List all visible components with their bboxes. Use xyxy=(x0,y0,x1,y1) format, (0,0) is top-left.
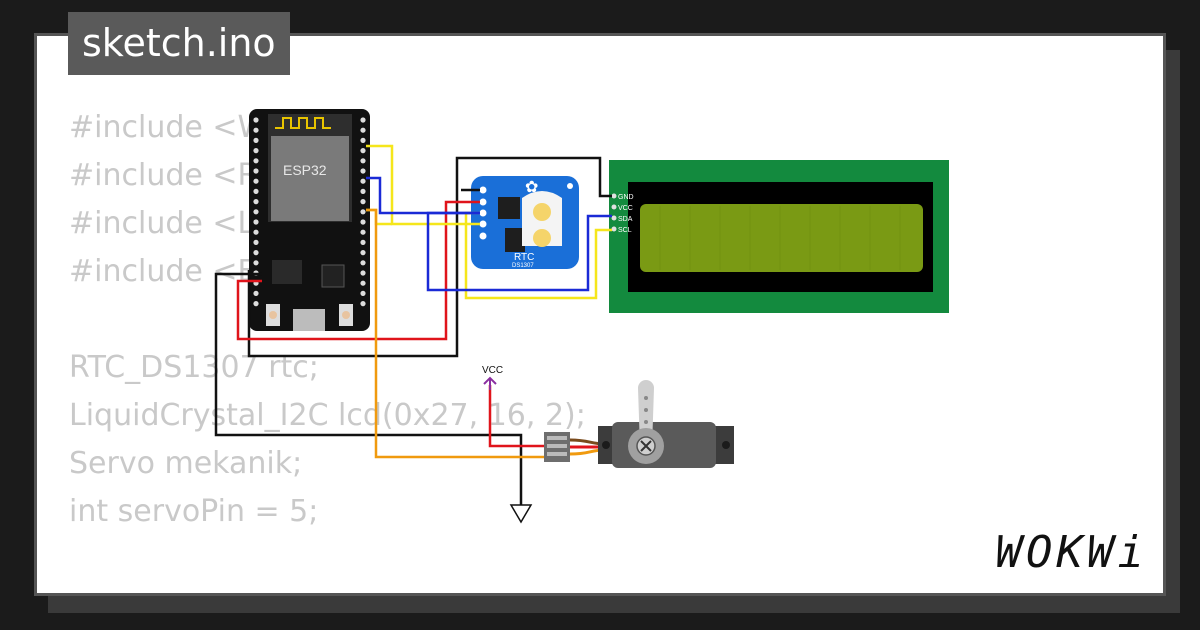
esp32-pin[interactable] xyxy=(360,229,366,235)
rtc-module[interactable]: ✿ RTC DS1307 xyxy=(471,176,579,269)
esp32-pin[interactable] xyxy=(360,260,366,266)
esp32-pin[interactable] xyxy=(253,137,259,143)
esp32-pin[interactable] xyxy=(253,229,259,235)
esp32-pin[interactable] xyxy=(253,209,259,215)
esp32-pin[interactable] xyxy=(253,290,259,296)
wire-gnd-lcd[interactable] xyxy=(455,156,612,236)
lcd-module[interactable]: GND VCC SDA SCL xyxy=(609,160,949,313)
esp32-pin[interactable] xyxy=(360,290,366,296)
code-line: Servo mekanik; xyxy=(69,446,303,481)
esp32-pin[interactable] xyxy=(253,127,259,133)
code-line: #include <RT xyxy=(69,158,275,193)
esp32-pin[interactable] xyxy=(360,117,366,123)
esp32-label: ESP32 xyxy=(283,162,327,178)
esp32-pin[interactable] xyxy=(253,199,259,205)
esp32-pin[interactable] xyxy=(360,239,366,245)
esp32-pin[interactable] xyxy=(360,301,366,307)
esp32-pin[interactable] xyxy=(253,301,259,307)
wires xyxy=(214,144,612,505)
esp32-pin[interactable] xyxy=(360,188,366,194)
wire-blue-esp[interactable] xyxy=(366,176,480,215)
servo-motor[interactable] xyxy=(544,380,734,468)
wire-servo-signal[interactable] xyxy=(366,208,545,459)
lcd-pin-label: SCL xyxy=(618,227,632,234)
wire-gnd-esp[interactable] xyxy=(247,236,459,358)
esp32-pin[interactable] xyxy=(253,188,259,194)
esp32-pin[interactable] xyxy=(360,250,366,256)
esp32-pin[interactable] xyxy=(360,199,366,205)
adafruit-logo: ✿ xyxy=(525,177,538,196)
vcc-label: VCC xyxy=(482,365,503,376)
esp32-pin[interactable] xyxy=(360,280,366,286)
esp32-board[interactable]: ESP32 xyxy=(249,109,370,331)
esp32-pin[interactable] xyxy=(360,270,366,276)
sketch-filename-tab[interactable]: sketch.ino xyxy=(68,12,290,75)
rtc-part-label: DS1307 xyxy=(512,263,534,269)
esp32-pin[interactable] xyxy=(360,219,366,225)
wire-vcc-rtc[interactable] xyxy=(236,200,480,341)
lcd-pin-label: VCC xyxy=(618,205,633,212)
esp32-pin[interactable] xyxy=(360,168,366,174)
esp32-pin[interactable] xyxy=(360,127,366,133)
project-card: #include <Wi #include <RT #include <Li #… xyxy=(34,33,1166,596)
esp32-pin[interactable] xyxy=(253,178,259,184)
esp32-pin[interactable] xyxy=(253,168,259,174)
lcd-pin-label: SDA xyxy=(618,216,633,223)
esp32-pin[interactable] xyxy=(253,239,259,245)
wire-sda-lcd[interactable] xyxy=(426,211,612,292)
ground-symbol[interactable] xyxy=(509,504,533,524)
rtc-label: RTC xyxy=(514,252,534,263)
esp32-pin[interactable] xyxy=(360,148,366,154)
wokwi-logo: WOKWi xyxy=(995,527,1148,578)
code-line: LiquidCrystal_I2C lcd(0x27, 16, 2); xyxy=(69,398,586,433)
wire-vcc-servo[interactable] xyxy=(488,385,545,448)
wire-gnd-servo[interactable] xyxy=(214,272,523,505)
esp32-pin[interactable] xyxy=(360,209,366,215)
esp32-pin[interactable] xyxy=(253,117,259,123)
esp32-pin[interactable] xyxy=(253,250,259,256)
vcc-symbol[interactable]: VCC xyxy=(482,365,503,390)
esp32-pin[interactable] xyxy=(253,148,259,154)
esp32-pin[interactable] xyxy=(253,158,259,164)
esp32-pin[interactable] xyxy=(360,178,366,184)
esp32-pin[interactable] xyxy=(253,260,259,266)
wire-sda-rtc[interactable] xyxy=(366,144,480,226)
code-line: int servoPin = 5; xyxy=(69,494,319,529)
esp32-pin[interactable] xyxy=(360,158,366,164)
esp32-pin[interactable] xyxy=(253,219,259,225)
lcd-pin-label: GND xyxy=(618,194,634,201)
esp32-pin[interactable] xyxy=(360,137,366,143)
